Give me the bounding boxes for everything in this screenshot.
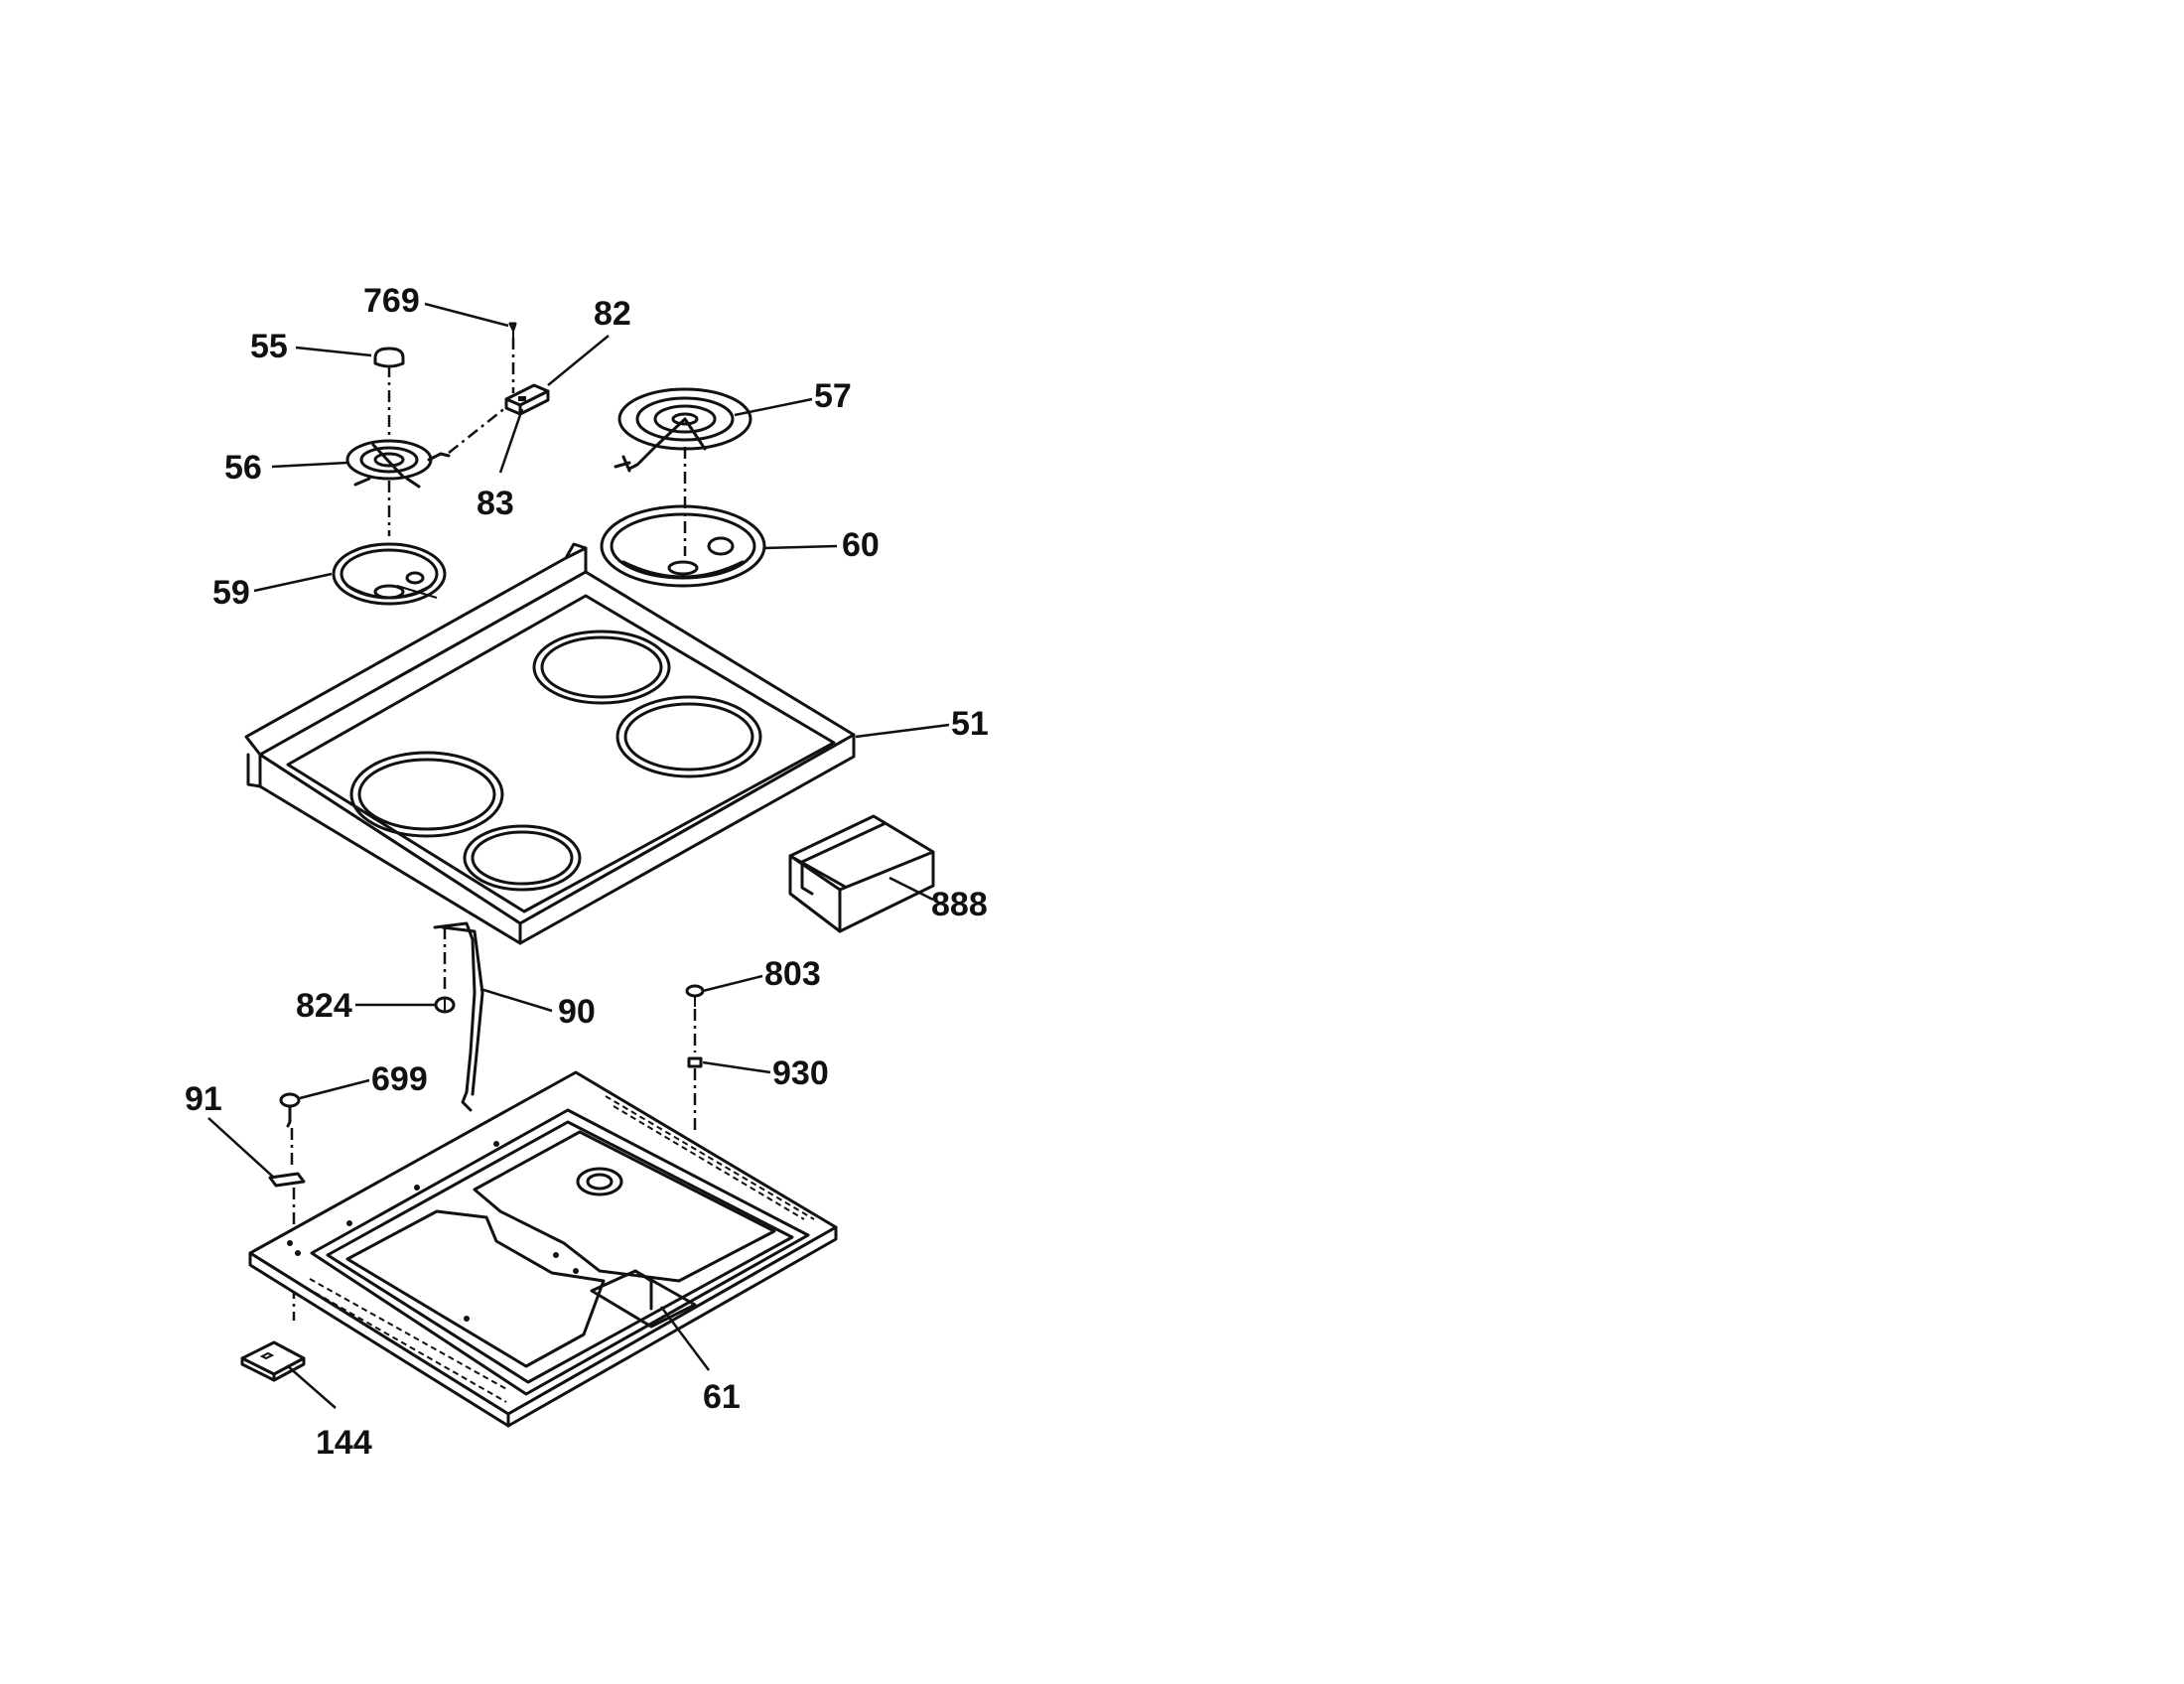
- callout-55: 55: [250, 328, 288, 365]
- callout-59: 59: [212, 574, 250, 612]
- part-90-wire: [433, 921, 484, 1112]
- part-888-box: [788, 814, 935, 933]
- callout-699: 699: [371, 1060, 428, 1098]
- part-56-small-surface-element: [345, 406, 507, 536]
- part-55-cap: [373, 347, 405, 437]
- part-57-large-surface-element: [614, 387, 752, 556]
- callout-769: 769: [363, 282, 420, 320]
- callout-82: 82: [594, 295, 631, 333]
- callout-930: 930: [772, 1054, 829, 1092]
- part-60-large-drip-pan: [600, 504, 766, 588]
- callout-91: 91: [185, 1080, 222, 1118]
- part-82-terminal-block: [504, 338, 550, 416]
- part-824-grommet: [434, 927, 456, 1014]
- callout-51: 51: [951, 705, 989, 743]
- part-59-small-drip-pan: [332, 542, 447, 606]
- callout-labels: 769 82 55 57 56 83 60 59 51 888 803 824 …: [185, 282, 989, 1462]
- part-930-washer: [687, 1056, 703, 1132]
- callout-90: 90: [558, 993, 596, 1031]
- callout-803: 803: [764, 955, 821, 993]
- callout-60: 60: [842, 526, 880, 564]
- part-769-screw: [508, 322, 517, 338]
- part-144-bracket: [240, 1340, 306, 1382]
- leader-lines: [207, 302, 950, 1409]
- callout-144: 144: [316, 1424, 372, 1462]
- callout-824: 824: [296, 987, 352, 1025]
- callout-57: 57: [814, 377, 852, 415]
- callout-888: 888: [931, 886, 988, 923]
- part-803-screw: [685, 984, 705, 1052]
- callout-61: 61: [703, 1378, 741, 1416]
- part-61-bottom-pan: [248, 1070, 838, 1428]
- part-699-screw: [279, 1092, 301, 1170]
- callout-56: 56: [224, 449, 262, 487]
- part-51-main-cooktop: [244, 542, 856, 945]
- callout-83: 83: [477, 485, 514, 522]
